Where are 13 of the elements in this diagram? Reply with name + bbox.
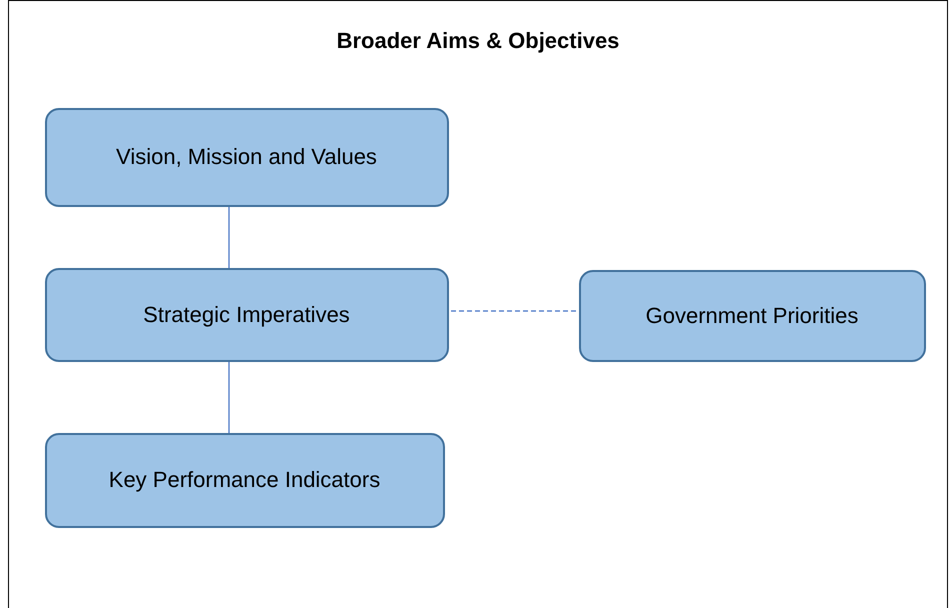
- connector-line: [228, 207, 230, 268]
- process-box: [44, 268, 448, 362]
- process-box: [44, 432, 444, 528]
- panel-heading: Broader Aims & Objectives: [336, 28, 620, 54]
- box-label: Vision, Mission and Values: [116, 144, 377, 170]
- frame-panel: [8, 0, 948, 608]
- box-label: Government Priorities: [646, 302, 858, 328]
- process-box: [44, 108, 448, 206]
- box-label: Strategic Imperatives: [143, 302, 350, 328]
- process-box: [578, 270, 926, 362]
- box-label: Key Performance Indicators: [108, 467, 380, 493]
- connector-line: [228, 362, 230, 433]
- connector-line: [451, 310, 579, 312]
